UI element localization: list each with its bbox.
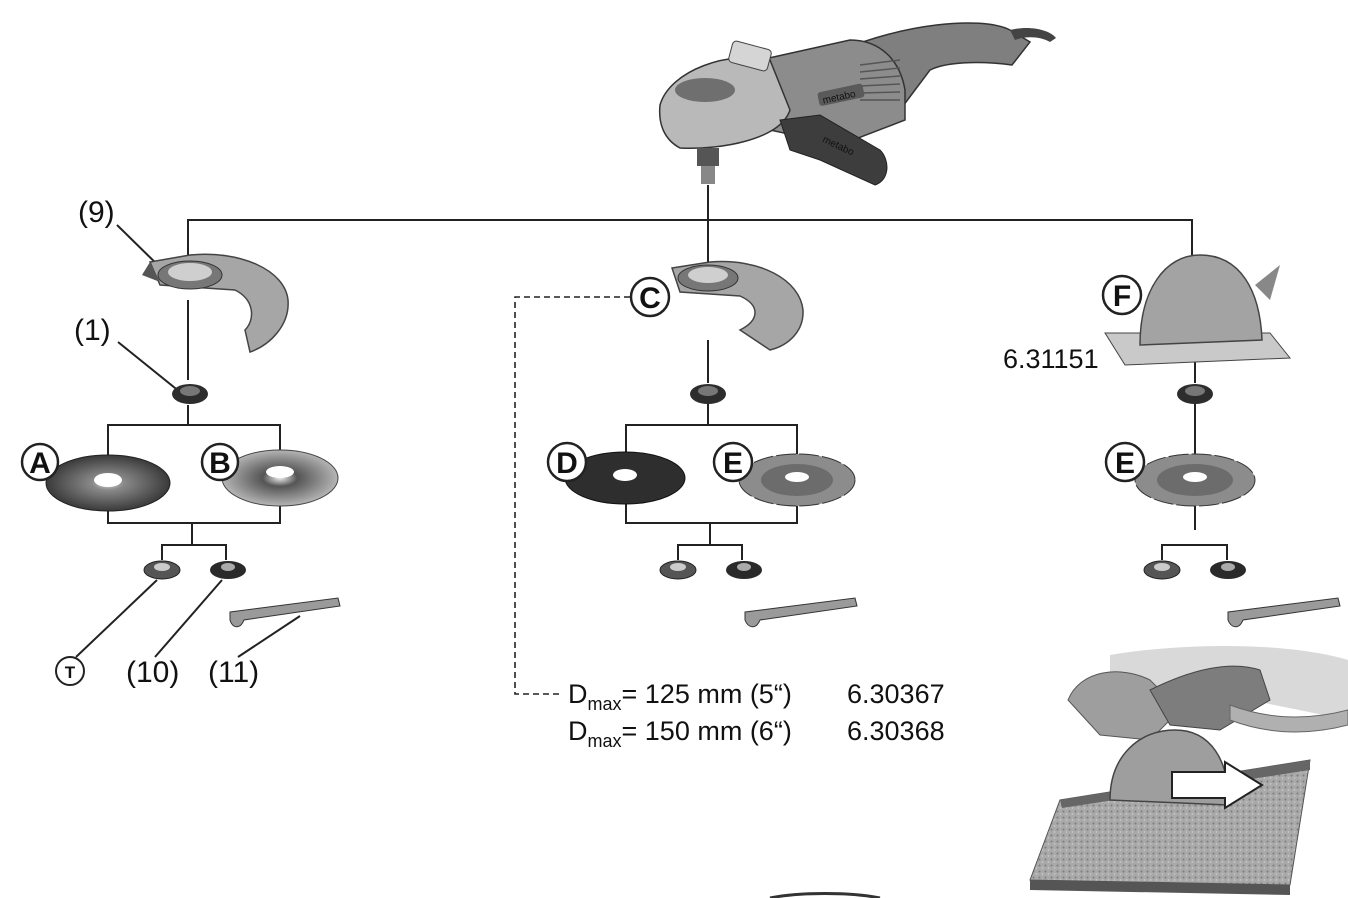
spec-d-symbol: D bbox=[568, 716, 588, 746]
clamping-nut bbox=[210, 561, 246, 579]
angle-grinder: metabo metabo bbox=[658, 22, 1056, 186]
label-a-badge: A bbox=[20, 442, 60, 482]
label-f: F bbox=[1113, 280, 1131, 313]
label-e-right-badge: E bbox=[1104, 441, 1146, 483]
label-f-badge: F bbox=[1101, 274, 1143, 316]
connector-lines bbox=[75, 185, 1228, 695]
svg-text:Dmax= 125 mm (5“): Dmax= 125 mm (5“) bbox=[568, 679, 792, 714]
clamping-nut-t bbox=[143, 560, 181, 580]
nut-callout: (10) bbox=[126, 656, 179, 689]
support-flange bbox=[172, 384, 208, 404]
spec-size-text: = 125 mm (5“) bbox=[622, 679, 792, 709]
cutting-hood-part-number: 6.31151 bbox=[1003, 344, 1099, 374]
wheel-guard bbox=[142, 253, 289, 353]
label-t: T bbox=[65, 663, 76, 682]
diamond-disc-e-right bbox=[1134, 453, 1256, 507]
label-e-right: E bbox=[1115, 447, 1135, 480]
wheel-guard-c bbox=[671, 260, 804, 351]
label-e-middle-badge: E bbox=[712, 441, 754, 483]
spec-d-symbol: D bbox=[568, 679, 588, 709]
label-c: C bbox=[639, 282, 661, 315]
spec-size-text: = 150 mm (6“) bbox=[622, 716, 792, 746]
bottom-arc bbox=[769, 892, 881, 898]
label-b: B bbox=[209, 447, 231, 480]
flap-disc-b bbox=[221, 449, 339, 507]
nut-pair-right bbox=[1143, 560, 1246, 580]
spec-row-125: Dmax= 125 mm (5“) 6.30367 bbox=[568, 679, 945, 714]
wrench-callout: (11) bbox=[208, 656, 259, 689]
usage-illustration bbox=[1029, 645, 1348, 895]
svg-text:Dmax= 150 mm (6“): Dmax= 150 mm (6“) bbox=[568, 716, 792, 751]
guard-callout: (9) bbox=[78, 196, 115, 229]
spec-max-subscript: max bbox=[588, 694, 622, 714]
flange-callout: (1) bbox=[74, 314, 111, 347]
label-t-badge: T bbox=[55, 656, 85, 686]
cutting-hood-f bbox=[1104, 254, 1292, 366]
spec-code: 6.30368 bbox=[847, 716, 945, 746]
label-b-badge: B bbox=[200, 442, 240, 482]
two-pin-wrench bbox=[229, 597, 341, 628]
diamond-disc-e-middle bbox=[738, 453, 856, 507]
label-c-badge: C bbox=[629, 276, 671, 318]
label-e-middle: E bbox=[723, 447, 743, 480]
grinding-disc-a bbox=[45, 454, 171, 512]
label-d-badge: D bbox=[546, 441, 588, 483]
nut-pair-middle bbox=[659, 560, 762, 580]
two-pin-wrench-middle bbox=[744, 597, 858, 628]
two-pin-wrench-right bbox=[1227, 597, 1341, 628]
label-a: A bbox=[29, 447, 51, 480]
label-d: D bbox=[556, 447, 578, 480]
spec-code: 6.30367 bbox=[847, 679, 945, 709]
spec-max-subscript: max bbox=[588, 731, 622, 751]
support-flange-f bbox=[1177, 384, 1213, 404]
support-flange-c bbox=[690, 384, 726, 404]
spec-row-150: Dmax= 150 mm (6“) 6.30368 bbox=[568, 716, 945, 751]
